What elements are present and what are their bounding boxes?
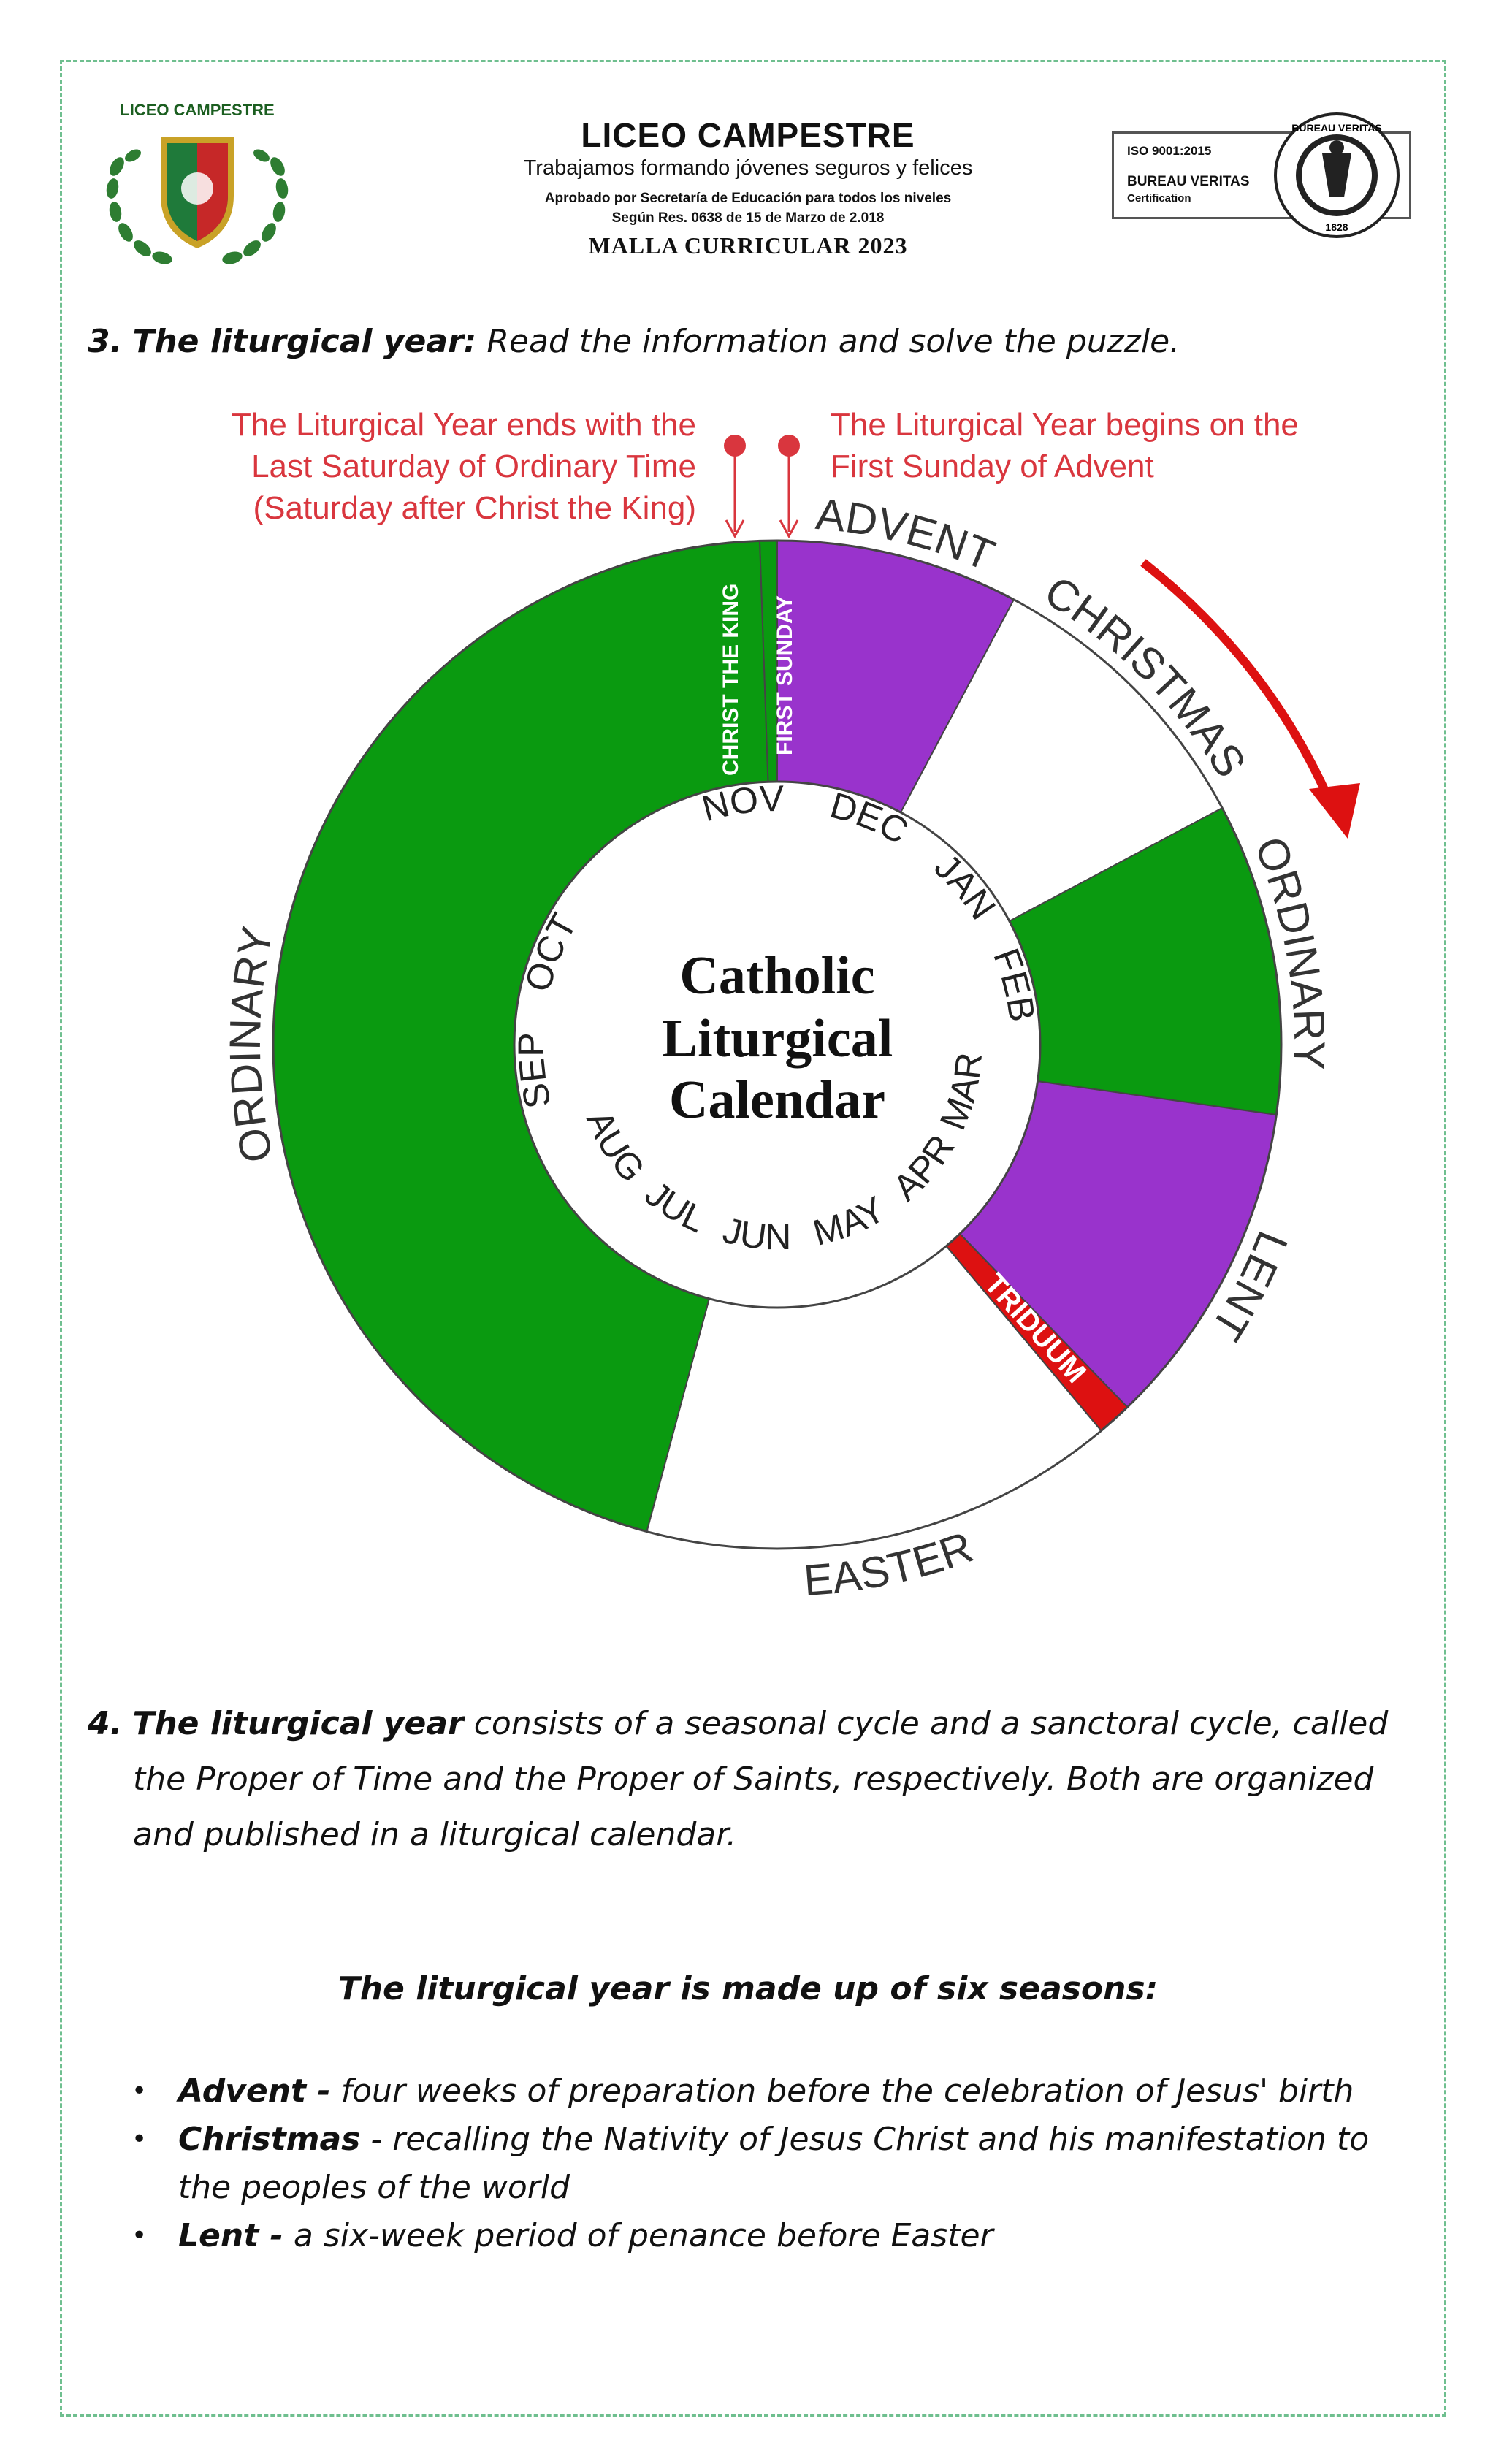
question-4-text-line1: consists of a seasonal cycle and a sanct… [463,1705,1389,1742]
school-crest-logo: LICEO CAMPESTRE [106,101,289,264]
resolution-line: Según Res. 0638 de 15 de Marzo de 2.018 [611,210,885,226]
list-item: Advent - four weeks of preparation befor… [131,2067,1417,2116]
season-name: Christmas [178,2121,361,2158]
season-desc-cont: the peoples of the world [178,2169,570,2206]
cert-company: BUREAU VERITAS [1127,174,1250,189]
seal-text: BUREAU VERITAS [1291,122,1381,134]
first-sunday-label: FIRST SUNDAY [773,595,797,755]
segment-borders [272,539,1283,1550]
page-border [60,60,1446,2417]
season-desc: four weeks of preparation before the cel… [330,2072,1354,2110]
season-segments [272,539,1282,1549]
question-4-number: 4. [88,1705,123,1742]
note-end-line1: The Liturgical Year ends with the [232,407,696,443]
question-3-number: 3. [88,323,123,360]
outer-circle [272,539,1283,1550]
month-label-jun: JUN [719,1210,791,1257]
christ-the-king-label: CHRIST THE KING [719,584,743,776]
note-begin-line1: The Liturgical Year begins on the [831,407,1299,443]
list-item: Lent - a six-week period of penance befo… [131,2212,1417,2260]
curriculum-title: MALLA CURRICULAR 2023 [588,232,908,259]
inner-circle [513,780,1042,1309]
season-desc: - recalling the Nativity of Jesus Christ… [360,2121,1370,2158]
question-4: 4. The liturgical year consists of a sea… [88,1696,1402,1863]
school-name: LICEO CAMPESTRE [581,116,915,154]
center-line2: Liturgical [662,1009,893,1069]
liturgical-calendar-diagram: The Liturgical Year ends with the Last S… [221,407,1360,1605]
cert-label: Certification [1127,192,1191,205]
center-line3: Calendar [669,1070,885,1130]
question-4-label: The liturgical year [132,1705,464,1742]
question-3-label: The liturgical year: [132,323,477,360]
direction-arrow-icon [1140,559,1360,839]
begin-pin-icon [778,435,800,539]
approval-line: Aprobado por Secretaría de Educación par… [544,191,952,206]
season-name: Advent - [178,2072,331,2110]
list-item: Christmas - recalling the Nativity of Je… [131,2116,1417,2212]
school-motto: Trabajamos formando jóvenes seguros y fe… [523,156,973,180]
month-label-sep: SEP [511,1032,559,1112]
season-name: Lent - [178,2217,283,2254]
note-end-line2: Last Saturday of Ordinary Time [251,449,696,484]
cert-iso: ISO 9001:2015 [1127,144,1212,158]
note-begin-line2: First Sunday of Advent [831,449,1154,484]
season-list: Advent - four weeks of preparation befor… [131,2067,1417,2260]
bureau-veritas-seal-icon: BUREAU VERITAS 1828 [1274,112,1400,238]
question-4-text-line2: the Proper of Time and the Proper of Sai… [133,1761,1374,1798]
seal-year: 1828 [1325,221,1348,233]
page-header: LICEO CAMPESTRE LICEO CAMPESTRE Trabajam… [0,0,1496,292]
seasons-title: The liturgical year is made up of six se… [337,1970,1159,2007]
question-3-text: Read the information and solve the puzzl… [476,323,1180,360]
logo-text: LICEO CAMPESTRE [120,101,274,119]
question-4-text-line3: and published in a liturgical calendar. [133,1816,737,1853]
season-desc: a six-week period of penance before East… [283,2217,993,2254]
question-3: 3. The liturgical year: Read the informa… [88,323,1180,360]
end-pin-icon [724,435,746,539]
note-end-line3: (Saturday after Christ the King) [253,490,696,526]
center-line1: Catholic [679,946,874,1006]
